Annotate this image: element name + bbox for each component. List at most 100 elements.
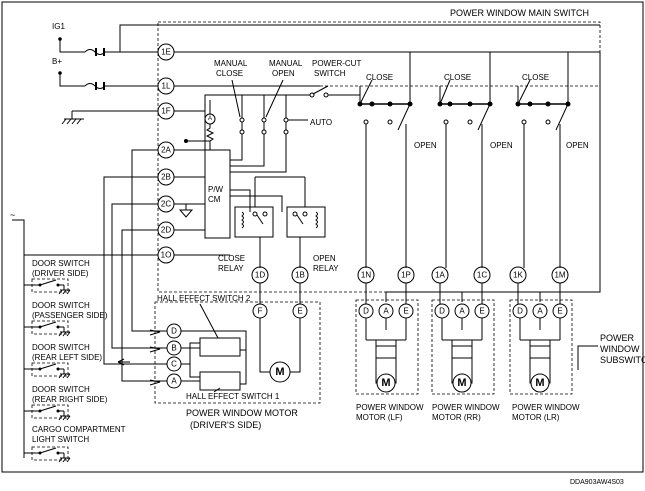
pin-B: B <box>166 340 182 356</box>
svg-text:M: M <box>381 377 390 389</box>
svg-text:A: A <box>383 307 389 316</box>
svg-text:1M: 1M <box>554 271 565 280</box>
relay-coil-icon <box>241 211 318 229</box>
close-relay-label-1: CLOSE <box>218 254 245 263</box>
pin-1N: 1N <box>357 266 375 284</box>
svg-text:DOOR SWITCH: DOOR SWITCH <box>32 259 90 268</box>
bplus-label: B+ <box>52 57 62 66</box>
svg-text:2B: 2B <box>161 173 171 182</box>
svg-text:M: M <box>535 377 544 389</box>
pwcm-label-1: P/W <box>208 185 224 194</box>
close-relay-label-2: RELAY <box>218 264 244 273</box>
pin-1C: 1C <box>473 266 491 284</box>
close-relay <box>234 206 274 238</box>
pin-1M: 1M <box>551 266 569 284</box>
power-cut-label-2: SWITCH <box>314 69 346 78</box>
svg-text:DOOR SWITCH: DOOR SWITCH <box>32 301 90 310</box>
svg-text:1E: 1E <box>161 48 171 57</box>
outer-frame <box>1 1 644 473</box>
svg-text:M: M <box>275 366 284 378</box>
motor-icon: M <box>530 373 550 393</box>
pin-C: C <box>166 356 182 372</box>
pin-E: E <box>292 303 308 319</box>
svg-text:A: A <box>537 307 543 316</box>
motor-rr-label-2: MOTOR (RR) <box>432 413 481 422</box>
svg-text:(REAR RIGHT SIDE): (REAR RIGHT SIDE) <box>32 395 108 404</box>
svg-text:1K: 1K <box>513 271 523 280</box>
auto-label: AUTO <box>310 118 332 127</box>
fuse-icon <box>84 82 106 90</box>
svg-text:B: B <box>171 344 176 353</box>
door-switch-rear-left: DOOR SWITCH (REAR LEFT SIDE) <box>24 343 102 377</box>
main-switch-label: POWER WINDOW MAIN SWITCH <box>450 8 589 18</box>
svg-text:E: E <box>297 307 302 316</box>
manual-switch-contacts <box>239 117 289 135</box>
motor-icon: M <box>452 373 472 393</box>
open-relay-label-1: OPEN <box>313 254 336 263</box>
svg-text:E: E <box>403 307 408 316</box>
manual-close-label-1: MANUAL <box>214 59 248 68</box>
pwcm-label-2: CM <box>208 195 221 204</box>
svg-text:CARGO COMPARTMENT: CARGO COMPARTMENT <box>32 425 126 434</box>
open-label-2: OPEN <box>490 141 513 150</box>
manual-open-label-1: MANUAL <box>269 59 303 68</box>
motor-rr-label-1: POWER WINDOW <box>432 403 500 412</box>
hall-switch-1 <box>199 371 241 391</box>
driver-motor-boundary <box>154 301 321 404</box>
pin-1A: 1A <box>431 266 449 284</box>
svg-text:D: D <box>171 327 177 336</box>
pin-2B: 2B <box>157 168 175 186</box>
svg-text:A: A <box>171 377 177 386</box>
svg-text:1D: 1D <box>255 271 265 280</box>
open-label-1: OPEN <box>414 141 437 150</box>
svg-text:E: E <box>479 307 484 316</box>
pin-1O: 1O <box>157 246 175 264</box>
svg-text:1B: 1B <box>295 271 305 280</box>
cargo-light-switch: CARGO COMPARTMENT LIGHT SWITCH <box>24 425 126 461</box>
svg-text:DOOR SWITCH: DOOR SWITCH <box>32 343 90 352</box>
manual-open-label-2: OPEN <box>272 69 295 78</box>
pin-D: D <box>166 323 182 339</box>
open-label-3: OPEN <box>566 141 589 150</box>
svg-text:1A: 1A <box>435 271 445 280</box>
tilde-label: ~ <box>10 210 15 220</box>
svg-text:C: C <box>171 360 177 369</box>
svg-text:D: D <box>517 307 523 316</box>
pin-1B: 1B <box>291 266 309 284</box>
driver-motor-label-2: (DRIVER'S SIDE) <box>190 420 261 430</box>
close-label-2: CLOSE <box>444 73 471 82</box>
fuse-icon <box>84 48 106 56</box>
svg-text:F: F <box>258 307 263 316</box>
svg-text:D: D <box>439 307 445 316</box>
power-cut-label-1: POWER-CUT <box>312 59 361 68</box>
svg-text:DOOR SWITCH: DOOR SWITCH <box>32 385 90 394</box>
pin-1F: 1F <box>157 102 175 120</box>
subswitch-label-2: WINDOW <box>600 344 640 354</box>
pin-F: F <box>252 303 268 319</box>
svg-text:A: A <box>208 116 212 122</box>
svg-text:A: A <box>459 307 465 316</box>
manual-close-label-2: CLOSE <box>216 69 243 78</box>
ammeter-icon: A <box>204 113 216 125</box>
pin-A: A <box>166 373 182 389</box>
close-label-3: CLOSE <box>522 73 549 82</box>
close-label-1: CLOSE <box>366 73 393 82</box>
hall2-label: HALL EFFECT SWITCH 2 <box>157 294 251 303</box>
door-switch-rear-right: DOOR SWITCH (REAR RIGHT SIDE) <box>24 385 108 419</box>
motor-lr-label-2: MOTOR (LR) <box>512 413 560 422</box>
pin-1L: 1L <box>157 77 175 95</box>
motor-lr-label-1: POWER WINDOW <box>512 403 580 412</box>
svg-text:2A: 2A <box>161 146 171 155</box>
pin-1D: 1D <box>251 266 269 284</box>
svg-text:1L: 1L <box>162 82 171 91</box>
main-switch-sections <box>357 52 571 268</box>
driver-motor-label-1: POWER WINDOW MOTOR <box>186 408 298 418</box>
ig1-label: IG1 <box>52 22 65 31</box>
svg-text:D: D <box>363 307 369 316</box>
pin-2C: 2C <box>157 195 175 213</box>
svg-text:(DRIVER SIDE): (DRIVER SIDE) <box>32 269 89 278</box>
pin-1E: 1E <box>157 43 175 61</box>
figure-code: DDA903AW4S03 <box>570 479 624 486</box>
pin-1K: 1K <box>509 266 527 284</box>
